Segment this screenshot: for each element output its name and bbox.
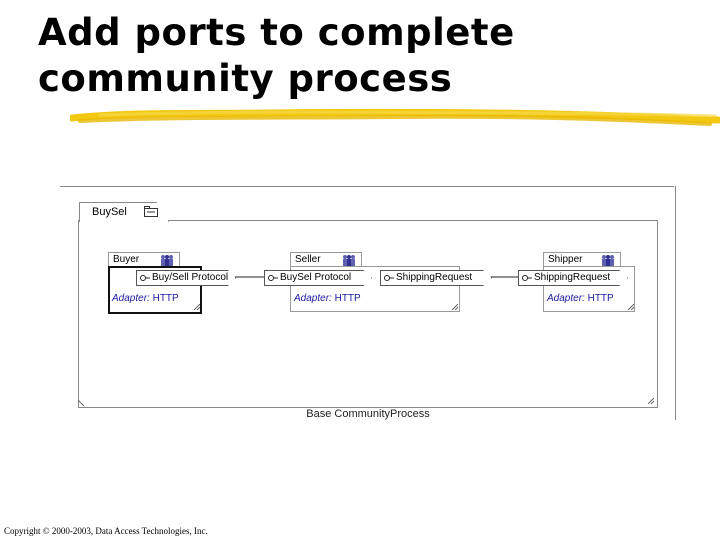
port-seller-buysell-protocol[interactable]: BuySel Protocol xyxy=(264,270,372,286)
resize-handle-icon[interactable] xyxy=(194,304,200,310)
port-icon xyxy=(140,275,150,281)
role-shipper-name: Shipper xyxy=(548,254,583,265)
role-buyer-name: Buyer xyxy=(113,254,140,265)
adapter-buyer: Adapter: HTTP xyxy=(112,293,179,304)
adapter-value: HTTP xyxy=(334,293,361,304)
port-label: ShippingRequest xyxy=(534,272,611,283)
port-label: ShippingRequest xyxy=(396,272,473,283)
folder-icon xyxy=(144,206,158,217)
canvas-border-top xyxy=(60,186,674,187)
port-icon xyxy=(522,275,532,281)
role-seller-name: Seller xyxy=(295,254,321,265)
port-buyer-buysell-protocol[interactable]: Buy/Sell Protocol xyxy=(136,270,236,286)
adapter-value: HTTP xyxy=(152,293,179,304)
adapter-shipper: Adapter: HTTP xyxy=(547,293,614,304)
highlighter-underline xyxy=(70,108,720,126)
copyright-footer: Copyright © 2000-2003, Data Access Techn… xyxy=(4,526,208,536)
port-label: BuySel Protocol xyxy=(280,272,352,283)
role-buyer-tab: Buyer xyxy=(108,252,180,267)
people-icon xyxy=(343,255,355,266)
process-tab[interactable]: BuySel xyxy=(79,202,169,222)
resize-handle-icon[interactable] xyxy=(78,400,84,406)
resize-handle-icon[interactable] xyxy=(628,304,634,310)
port-label: Buy/Sell Protocol xyxy=(152,272,229,283)
title-line-1: Add ports to complete xyxy=(38,11,515,54)
people-icon xyxy=(161,255,173,266)
people-icon xyxy=(602,255,614,266)
adapter-seller: Adapter: HTTP xyxy=(294,293,361,304)
adapter-label: Adapter: xyxy=(547,293,585,304)
role-shipper-tab: Shipper xyxy=(543,252,621,267)
adapter-value: HTTP xyxy=(587,293,614,304)
community-process-diagram: BuySel Buyer Seller xyxy=(60,186,676,420)
resize-handle-icon[interactable] xyxy=(648,398,654,404)
adapter-label: Adapter: xyxy=(112,293,150,304)
resize-handle-icon[interactable] xyxy=(452,304,458,310)
port-seller-shipping-request[interactable]: ShippingRequest xyxy=(380,270,492,286)
community-process-box[interactable] xyxy=(78,220,658,408)
process-tab-label: BuySel xyxy=(92,206,127,218)
port-icon xyxy=(268,275,278,281)
canvas-border-right xyxy=(675,186,676,420)
slide-title: Add ports to complete community process xyxy=(38,10,515,102)
port-icon xyxy=(384,275,394,281)
process-label: Base CommunityProcess xyxy=(306,408,430,420)
title-line-2: community process xyxy=(38,57,453,100)
port-shipper-shipping-request[interactable]: ShippingRequest xyxy=(518,270,628,286)
role-seller-tab: Seller xyxy=(290,252,362,267)
adapter-label: Adapter: xyxy=(294,293,332,304)
